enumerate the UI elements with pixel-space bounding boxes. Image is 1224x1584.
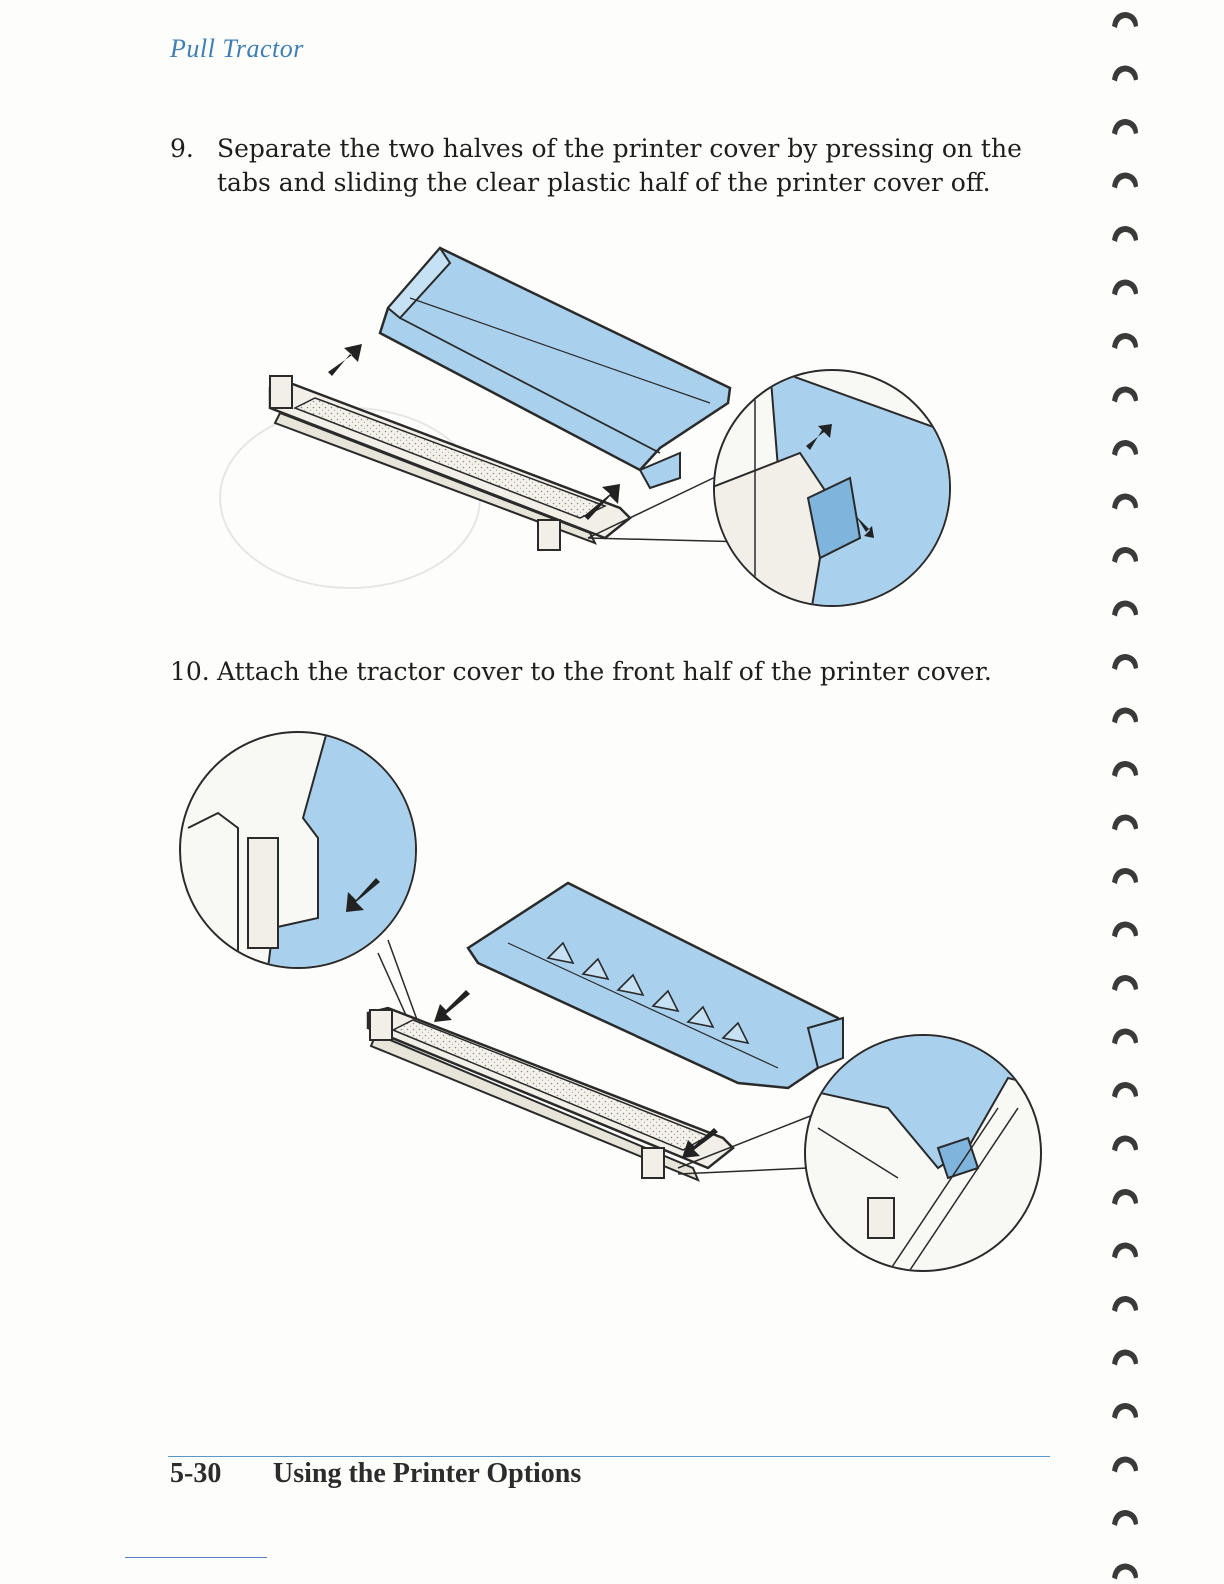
spiral-ring — [1112, 922, 1138, 938]
spiral-ring — [1112, 440, 1138, 456]
spiral-ring — [1112, 1243, 1138, 1259]
figure-attach-tractor-cover — [178, 728, 1048, 1288]
spiral-ring — [1112, 119, 1138, 135]
spiral-ring — [1112, 975, 1138, 991]
spiral-ring — [1112, 280, 1138, 296]
figure-separate-cover — [210, 238, 960, 618]
spiral-ring — [1112, 333, 1138, 349]
spiral-ring — [1112, 1029, 1138, 1045]
chapter-title: Using the Printer Options — [273, 1458, 581, 1490]
spiral-ring — [1112, 1510, 1138, 1526]
spiral-ring — [1112, 1457, 1138, 1473]
spiral-ring — [1112, 66, 1138, 82]
spiral-ring — [1112, 708, 1138, 724]
spiral-ring — [1112, 1189, 1138, 1205]
spiral-ring — [1112, 1564, 1138, 1580]
step-text: Attach the tractor cover to the front ha… — [217, 655, 1067, 689]
detail-circle — [798, 1028, 1048, 1288]
spiral-ring — [1112, 815, 1138, 831]
spiral-ring — [1112, 226, 1138, 242]
spiral-ring — [1112, 494, 1138, 510]
arrow-icon — [434, 990, 470, 1022]
tractor-cover — [468, 883, 843, 1088]
step-text: Separate the two halves of the printer c… — [217, 132, 1067, 200]
spiral-ring — [1112, 387, 1138, 403]
spiral-ring — [1112, 654, 1138, 670]
scan-mark — [125, 1557, 267, 1558]
spiral-ring — [1112, 1082, 1138, 1098]
page-number: 5-30 — [170, 1458, 221, 1490]
spiral-ring — [1112, 761, 1138, 777]
spiral-ring — [1112, 1403, 1138, 1419]
spiral-ring — [1112, 868, 1138, 884]
step-number: 9. — [170, 132, 194, 166]
spiral-ring — [1112, 1296, 1138, 1312]
spiral-binding — [1104, 0, 1144, 1584]
running-header: Pull Tractor — [170, 34, 304, 64]
step-number: 10. — [170, 655, 210, 689]
spiral-ring — [1112, 547, 1138, 563]
detail-circle — [180, 728, 438, 968]
spiral-ring — [1112, 12, 1138, 28]
spiral-ring — [1112, 173, 1138, 189]
spiral-ring — [1112, 1350, 1138, 1366]
spiral-ring — [1112, 1136, 1138, 1152]
detail-circle — [710, 368, 950, 618]
arrow-icon — [328, 344, 362, 376]
spiral-ring — [1112, 601, 1138, 617]
footer-rule — [168, 1456, 1050, 1457]
